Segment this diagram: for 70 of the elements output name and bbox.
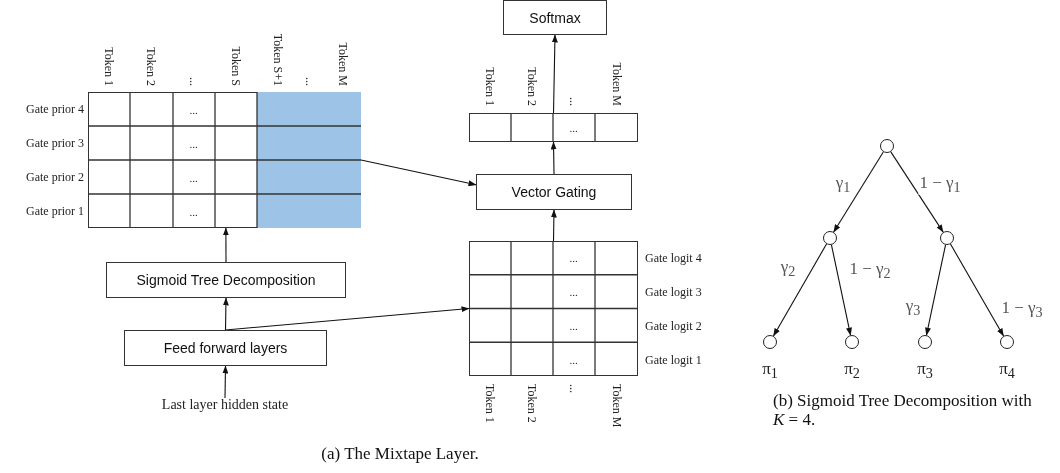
arrow	[222, 365, 229, 399]
tree-node-circle	[823, 231, 837, 245]
column-header: Token 1	[484, 67, 496, 106]
ellipsis: ...	[189, 172, 198, 184]
ellipsis: ...	[569, 320, 578, 332]
column-header: Token 2	[145, 47, 157, 86]
arrow	[222, 227, 229, 263]
leaf-label: π$_{2}$	[844, 360, 860, 381]
tree-node-circle	[763, 335, 777, 349]
arrow	[772, 243, 828, 337]
process-box	[106, 262, 346, 298]
column-header: Token 1	[103, 47, 115, 86]
arrow	[890, 151, 944, 233]
figure-caption: (b) Sigmoid Tree Decomposition with K = 4.	[773, 392, 1033, 430]
row-label: Gate logit 4	[645, 252, 702, 264]
arrow	[949, 243, 1005, 337]
ellipsis: ...	[569, 354, 578, 366]
matrix-grid	[88, 92, 361, 228]
process-box	[476, 174, 632, 210]
arrow	[833, 151, 884, 233]
leaf-label: π$_{3}$	[917, 360, 933, 381]
row-label: Gate logit 3	[645, 286, 702, 298]
row-label: Gate logit 1	[645, 354, 702, 366]
column-header: Token M	[611, 384, 623, 428]
tree-node-circle	[845, 335, 859, 349]
process-box	[124, 330, 327, 366]
input-label: Last layer hidden state	[130, 398, 320, 418]
tree-node-circle	[1000, 335, 1014, 349]
tree-node-circle	[918, 335, 932, 349]
figure-caption: (a) The Mixtape Layer.	[321, 445, 479, 464]
tree-node-circle	[880, 139, 894, 153]
column-header: Token S	[230, 46, 242, 86]
box-label: Feed forward layers	[163, 340, 288, 356]
ellipsis: ...	[189, 206, 198, 218]
column-header: Token 2	[526, 67, 538, 106]
tree-node-circle	[940, 231, 954, 245]
arrow	[550, 141, 557, 175]
column-header: Token S+1	[272, 33, 284, 86]
ellipsis: ...	[569, 122, 578, 134]
row-label: Gate prior 4	[26, 103, 84, 115]
leaf-label: π$_{4}$	[999, 360, 1015, 381]
row-label: Gate prior 2	[26, 171, 84, 183]
arrow	[222, 297, 229, 331]
column-header: ...	[568, 97, 580, 106]
ellipsis: ...	[569, 286, 578, 298]
ellipsis: ...	[189, 138, 198, 150]
arrow	[830, 244, 852, 336]
column-header: ...	[304, 77, 316, 86]
column-header: Token M	[337, 42, 349, 86]
column-header: Token 1	[484, 384, 496, 423]
column-header: ...	[188, 77, 200, 86]
column-header: ...	[568, 384, 580, 393]
row-label: Gate prior 1	[26, 205, 84, 217]
ellipsis: ...	[569, 253, 578, 264]
box-label: Vector Gating	[511, 184, 597, 200]
arrow	[550, 209, 557, 242]
box-label: Softmax	[529, 9, 581, 26]
column-header: Token 2	[526, 384, 538, 423]
column-header: Token M	[611, 62, 623, 106]
arrow	[360, 159, 477, 187]
row-label: Gate prior 3	[26, 137, 84, 149]
row-label: Gate logit 2	[645, 320, 702, 332]
leaf-label: π$_{1}$	[762, 360, 778, 381]
vector-grid	[469, 113, 638, 142]
process-box	[503, 0, 607, 35]
box-label: Sigmoid Tree Decomposition	[136, 272, 316, 288]
arrow	[925, 244, 947, 336]
ellipsis: ...	[189, 104, 198, 116]
arrow	[551, 34, 558, 114]
matrix-grid	[469, 241, 638, 376]
